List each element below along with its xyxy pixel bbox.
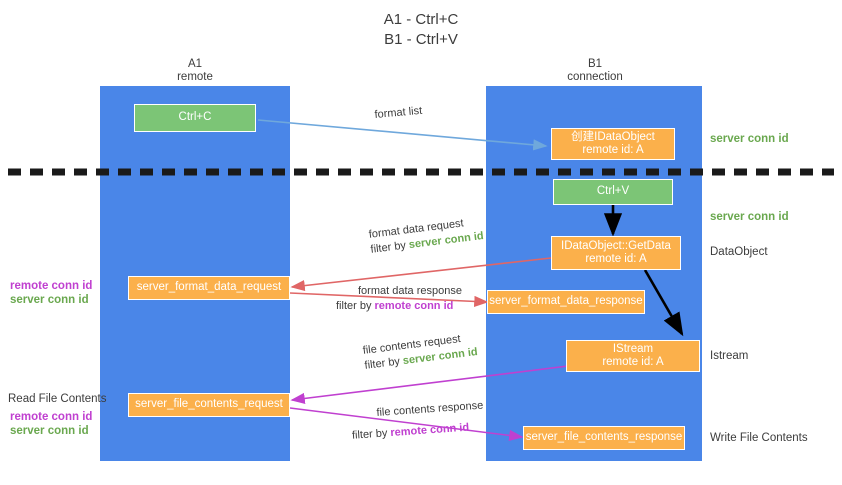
node-create-idataobject[interactable]: 创建IDataObject remote id: A: [551, 128, 675, 160]
node-server-file-contents-request-line1: server_file_contents_request: [135, 398, 283, 411]
arrow-file-contents-response: [289, 407, 524, 441]
edge-label-file-contents-response-prefix: filter by: [351, 427, 391, 442]
arrow-getdata-to-istream: [643, 269, 684, 337]
arrow-format-list: [257, 119, 548, 151]
edge-label-format-data-response: format data response filter by remote co…: [336, 284, 462, 314]
lane-b1-title: B1: [587, 58, 603, 70]
left-label-read-file-contents: Read File Contents: [8, 393, 107, 405]
right-label-istream: Istream: [710, 350, 749, 362]
node-create-idataobject-line2: remote id: A: [582, 144, 644, 156]
edge-label-format-list-line1: format list: [374, 104, 423, 121]
node-ctrl-v-line1: Ctrl+V: [596, 185, 630, 198]
title-line-1: A1 - Ctrl+C: [383, 11, 459, 28]
node-istream[interactable]: IStream remote id: A: [566, 340, 700, 372]
left-label-server-conn-id-2: server conn id: [10, 425, 89, 437]
edge-label-format-data-request-prefix: filter by: [369, 239, 410, 256]
arrow-file-contents-request: [290, 365, 569, 404]
left-label-server-conn-id-1: server conn id: [10, 294, 89, 306]
page-title: A1 - Ctrl+C B1 - Ctrl+V: [0, 10, 842, 50]
node-ctrl-c[interactable]: Ctrl+C: [134, 104, 256, 132]
lane-header-a1: A1 remote: [130, 58, 260, 84]
arrow-format-data-request: [290, 257, 552, 292]
right-label-dataobject: DataObject: [710, 246, 768, 258]
edge-label-file-contents-response: file contents response filter by remote …: [352, 399, 485, 442]
right-label-write-file-contents: Write File Contents: [710, 432, 808, 444]
edge-label-format-data-response-prefix: filter by: [336, 300, 375, 312]
node-server-format-data-request[interactable]: server_format_data_request: [128, 276, 290, 300]
node-ctrl-v[interactable]: Ctrl+V: [553, 179, 673, 205]
edge-label-format-data-response-line2: filter by remote conn id: [336, 299, 462, 314]
left-label-remote-conn-id-2: remote conn id: [10, 411, 93, 423]
lane-a1-subtitle: remote: [177, 71, 213, 83]
right-label-server-conn-id-top: server conn id: [710, 133, 789, 145]
node-server-file-contents-response-line1: server_file_contents_response: [525, 431, 683, 444]
edge-label-format-data-response-line1: format data response: [358, 285, 462, 297]
node-ctrl-c-line1: Ctrl+C: [178, 111, 212, 124]
node-idataobject-getdata-line2: remote id: A: [585, 253, 647, 265]
node-idataobject-getdata[interactable]: IDataObject::GetData remote id: A: [551, 236, 681, 270]
node-server-format-data-response-line1: server_format_data_response: [489, 295, 643, 308]
lane-b1-subtitle: connection: [567, 71, 623, 83]
lane-a1-title: A1: [187, 58, 203, 70]
node-server-format-data-response[interactable]: server_format_data_response: [487, 290, 645, 314]
left-label-conn-ids-2: remote conn id server conn id: [10, 410, 92, 438]
node-istream-line2: remote id: A: [602, 356, 664, 368]
node-istream-line1: IStream: [612, 342, 654, 355]
node-create-idataobject-line1: 创建IDataObject: [571, 130, 655, 143]
right-label-server-conn-id-second: server conn id: [710, 211, 789, 223]
edge-label-file-contents-request-prefix: filter by: [363, 355, 404, 372]
lane-header-b1: B1 connection: [530, 58, 660, 84]
node-idataobject-getdata-line1: IDataObject::GetData: [561, 239, 671, 252]
edge-label-format-data-response-tag: remote conn id: [374, 300, 454, 312]
node-server-format-data-request-line1: server_format_data_request: [136, 281, 282, 294]
title-line-2: B1 - Ctrl+V: [384, 31, 458, 48]
node-server-file-contents-request[interactable]: server_file_contents_request: [128, 393, 290, 417]
left-label-conn-ids-1: remote conn id server conn id: [10, 279, 92, 307]
arrow-format-data-response: [289, 292, 489, 308]
node-server-file-contents-response[interactable]: server_file_contents_response: [523, 426, 685, 450]
left-label-remote-conn-id-1: remote conn id: [10, 280, 93, 292]
